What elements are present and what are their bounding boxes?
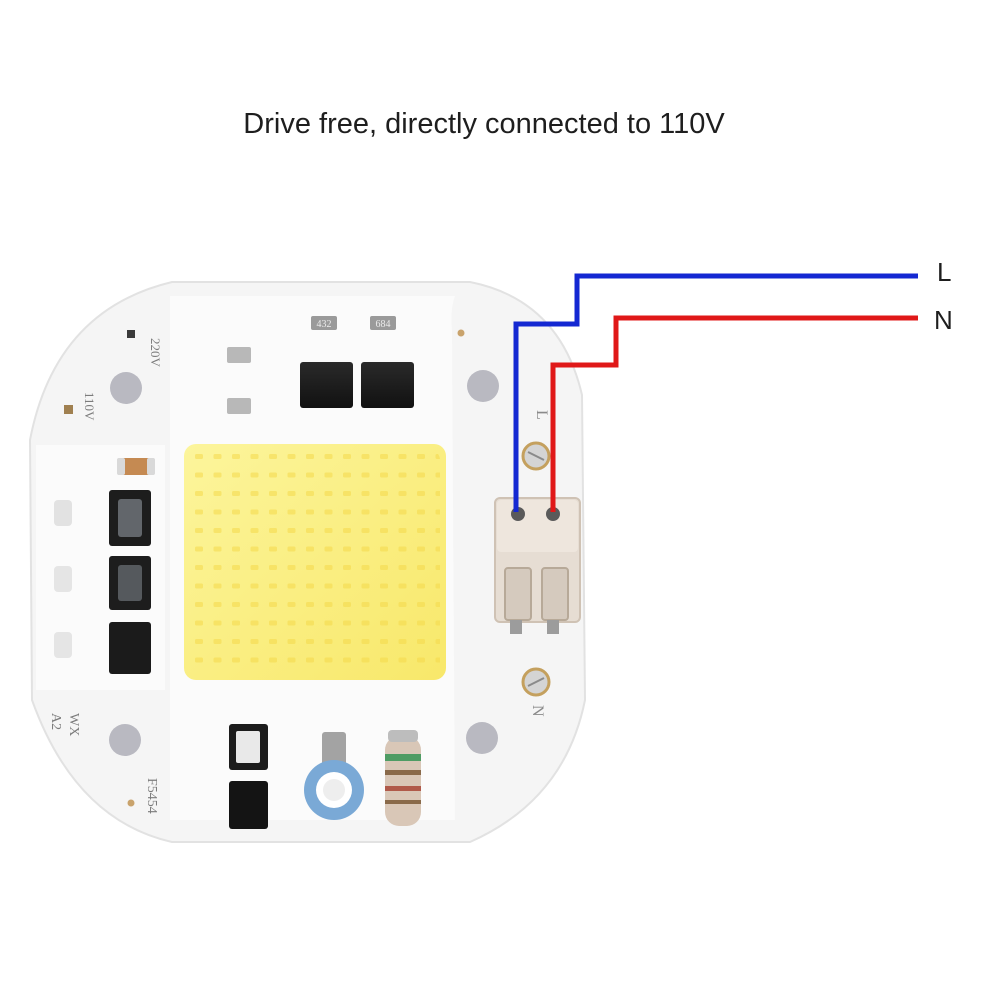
terminal-lever-n xyxy=(541,567,569,621)
smd-capacitor-end-left xyxy=(117,458,125,475)
mount-hole-bottom-left xyxy=(109,724,141,756)
bridge-chip-2-face xyxy=(118,565,142,601)
via-pad-1 xyxy=(457,329,465,337)
faded-pad-3 xyxy=(54,632,72,658)
bridge-chip-3 xyxy=(109,622,151,674)
silk-terminal-l: L xyxy=(533,410,550,420)
fuse-resistor-band-4 xyxy=(385,800,421,804)
silk-220v: 220V xyxy=(148,338,163,368)
mount-hole-top-right xyxy=(467,370,499,402)
terminal-block-top-band xyxy=(497,500,578,552)
screw-bottom-slot xyxy=(527,677,545,687)
fuse-resistor-band-3 xyxy=(385,786,421,791)
terminal-socket-n xyxy=(546,507,560,521)
neutral-wire xyxy=(550,315,918,512)
ring-terminal-hole xyxy=(323,779,345,801)
smd-capacitor-end-right xyxy=(147,458,155,475)
silk-a2: A2 xyxy=(48,713,63,730)
live-wire-label: L xyxy=(937,257,951,287)
fuse-resistor-band-2 xyxy=(385,770,421,775)
smd-pad-a xyxy=(227,347,251,363)
mount-hole-top-left xyxy=(110,372,142,404)
faded-pad-1 xyxy=(54,500,72,526)
silk-110v: 110V xyxy=(82,392,97,421)
mount-hole-bottom-right xyxy=(466,722,498,754)
fuse-resistor-cap-top xyxy=(388,730,418,742)
smd-capacitor xyxy=(117,458,155,475)
silk-wx: WX xyxy=(66,713,81,736)
terminal-pin-n xyxy=(547,620,559,634)
bottom-chip-1-face xyxy=(236,731,260,763)
faded-pad-2 xyxy=(54,566,72,592)
silk-part-no: F5454 xyxy=(144,778,159,814)
terminal-pin-l xyxy=(510,620,522,634)
driver-ic-1 xyxy=(300,362,353,408)
smd-resistor-684 xyxy=(370,316,396,330)
led-array-dots xyxy=(190,450,440,674)
fuse-resistor-body xyxy=(385,736,421,826)
silk-terminal-n: N xyxy=(529,705,546,717)
bridge-chip-1-face xyxy=(118,499,142,537)
smd-resistor-432 xyxy=(311,316,337,330)
via-pad-4 xyxy=(64,405,73,414)
live-wire xyxy=(513,273,918,512)
smd-resistor-432-label: 432 xyxy=(317,319,332,330)
via-pad-2 xyxy=(127,799,135,807)
smd-resistor-684-label: 684 xyxy=(376,319,391,330)
diagram-caption: Drive free, directly connected to 110V xyxy=(243,108,725,140)
smd-pad-b xyxy=(227,398,251,414)
via-pad-3 xyxy=(127,330,135,338)
fuse-resistor-band-1 xyxy=(385,754,421,761)
driver-ic-2 xyxy=(361,362,414,408)
neutral-wire-label: N xyxy=(934,305,953,335)
terminal-lever-l xyxy=(504,567,532,621)
bottom-chip-2 xyxy=(229,781,268,829)
screw-top-slot xyxy=(527,451,545,461)
